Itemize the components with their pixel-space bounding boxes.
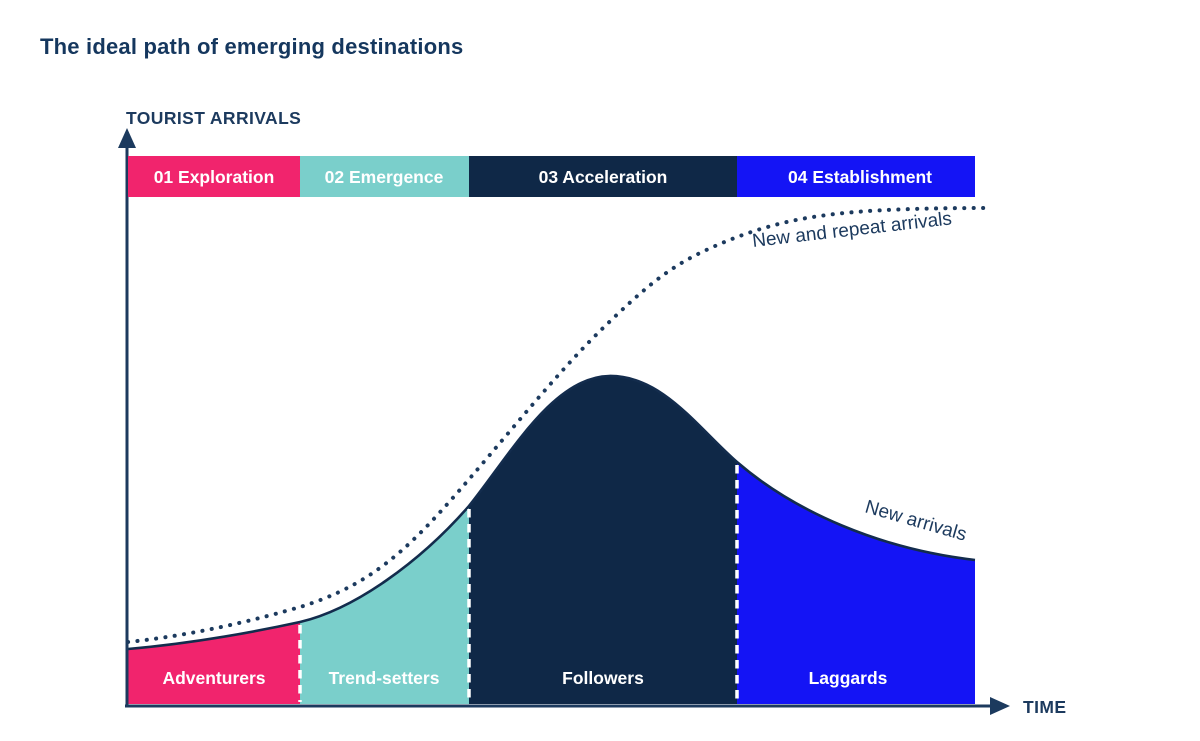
area-adventurers xyxy=(128,622,300,704)
phase-bar-acceleration xyxy=(469,156,737,197)
phase-bar-exploration xyxy=(128,156,300,197)
phase-label-acceleration: 03 Acceleration xyxy=(539,167,668,187)
y-axis-title: TOURIST ARRIVALS xyxy=(126,108,301,128)
phase-label-exploration: 01 Exploration xyxy=(154,167,275,187)
area-trend-setters xyxy=(300,506,469,704)
phase-label-establishment: 04 Establishment xyxy=(788,167,932,187)
phase-bar-emergence xyxy=(300,156,469,197)
axes xyxy=(118,128,1010,715)
new-and-repeat-arrivals-label: New and repeat arrivals xyxy=(751,208,953,252)
segment-label-followers: Followers xyxy=(562,668,644,688)
area-laggards xyxy=(737,462,975,704)
new-arrivals-area-group xyxy=(128,375,975,704)
phase-label-emergence: 02 Emergence xyxy=(325,167,444,187)
x-axis-title: TIME xyxy=(1023,697,1066,717)
segment-boundaries xyxy=(298,465,739,702)
area-followers xyxy=(469,375,737,704)
segment-label-laggards: Laggards xyxy=(809,668,888,688)
y-axis-arrow-icon xyxy=(118,128,136,148)
phase-bar: 01 Exploration 02 Emergence 03 Accelerat… xyxy=(128,156,975,197)
page-title: The ideal path of emerging destinations xyxy=(40,34,464,59)
x-axis-arrow-icon xyxy=(990,697,1010,715)
segment-label-adventurers: Adventurers xyxy=(162,668,265,688)
new-arrivals-curve xyxy=(127,374,976,651)
phase-bar-establishment xyxy=(737,156,975,197)
segment-label-trend-setters: Trend-setters xyxy=(329,668,440,688)
segment-labels: Adventurers Trend-setters Followers Lagg… xyxy=(162,668,887,688)
